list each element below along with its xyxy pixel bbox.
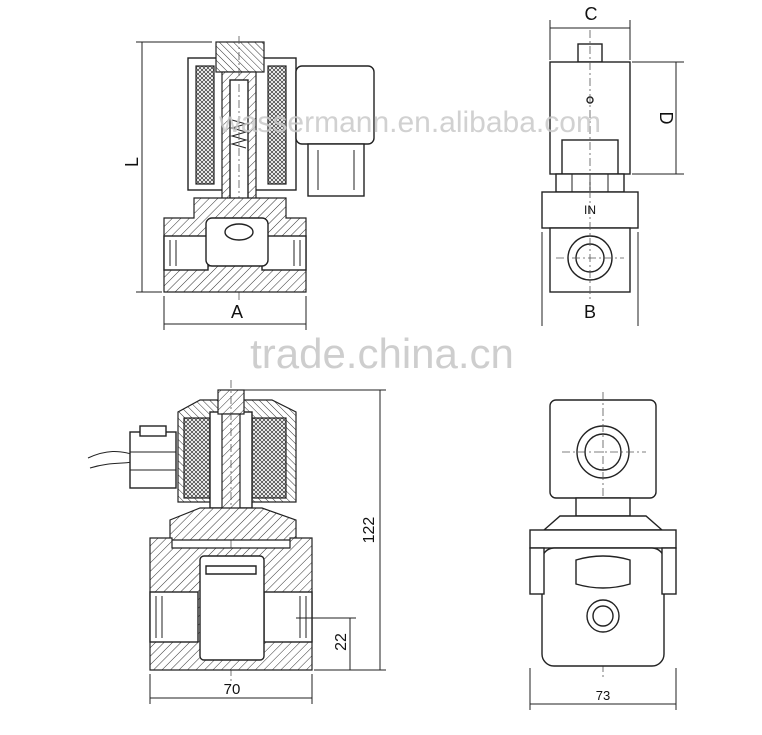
dim-label-22: 22 [333,633,350,651]
dim-label-122: 122 [361,517,378,544]
inlet-marking: IN [584,203,596,217]
top-right-side-view: IN C D B [541,4,684,326]
dim-label-L: L [122,157,142,167]
dim-label-B: B [584,302,596,322]
dim-label-D: D [656,112,676,125]
watermark-top: wassermann.en.alibaba.com [218,106,601,139]
watermark-middle: trade.china.cn [250,330,514,377]
bottom-right-side-view: 73 [529,392,677,710]
dim-label-C: C [585,4,598,24]
dim-label-A: A [231,302,243,322]
dim-label-70: 70 [224,681,241,698]
bottom-left-section-view: 122 22 70 [87,380,386,704]
top-left-section-view: L A [122,36,375,330]
dim-label-73: 73 [596,688,610,703]
